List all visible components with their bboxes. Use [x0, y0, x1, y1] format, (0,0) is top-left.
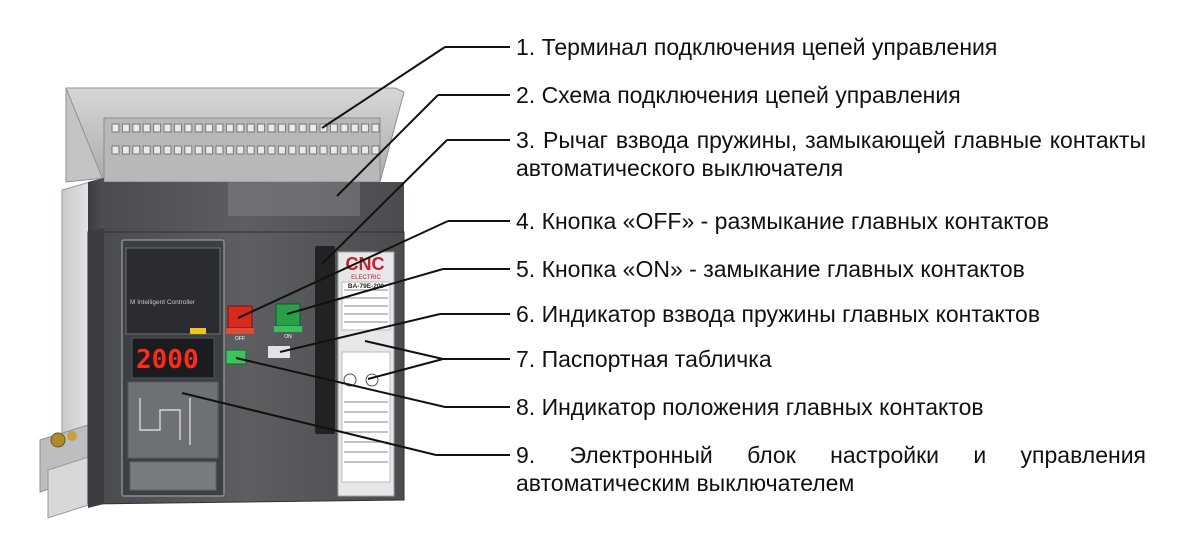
leader-lines: [181, 46, 510, 456]
on-button[interactable]: [274, 303, 302, 332]
terminal-screw: [173, 145, 182, 155]
off-button[interactable]: [226, 305, 254, 334]
callout-label-on: 5. Кнопка «ON» - замыкание главных конта…: [516, 256, 1025, 282]
leader-line-on: [286, 268, 444, 315]
terminal-screw: [371, 145, 380, 155]
terminal-screw: [277, 123, 286, 133]
terminal-screw: [121, 123, 130, 133]
terminal-screw: [111, 123, 120, 133]
terminal-screw: [257, 123, 266, 133]
terminal-screw: [288, 123, 297, 133]
terminal-screw: [194, 145, 203, 155]
terminal-screw: [153, 123, 162, 133]
spring-lever-slot: [315, 246, 335, 434]
on-button-label: ON: [284, 334, 292, 340]
breaker-upper-body: [88, 178, 404, 236]
terminal-screw: [142, 123, 151, 133]
nameplate: [337, 251, 395, 497]
terminal-screw: [225, 123, 234, 133]
terminal-screw: [246, 145, 255, 155]
leader-line-scheme: [336, 94, 439, 197]
terminal-screw: [267, 123, 276, 133]
brand-subtitle: ELECTRIC: [351, 275, 381, 281]
terminal-screw: [184, 145, 193, 155]
terminal-screw: [329, 145, 338, 155]
terminal-screw: [257, 145, 266, 155]
terminal-screw: [121, 145, 130, 155]
callout-label-position: 8. Индикатор положения главных контактов: [516, 394, 984, 420]
terminal-screw: [132, 123, 141, 133]
terminal-screw: [111, 145, 120, 155]
off-button-label: OFF: [235, 336, 245, 342]
terminal-screw: [309, 123, 318, 133]
terminal-screw: [350, 145, 359, 155]
terminal-screw: [173, 123, 182, 133]
leader-line-spring: [279, 313, 441, 353]
terminal-screw: [163, 145, 172, 155]
leader-line-plate: [367, 358, 444, 380]
leader-line-position: [235, 357, 446, 408]
leader-line-plate-secondary: [364, 340, 444, 360]
terminal-screw: [236, 145, 245, 155]
terminal-screw: [215, 123, 224, 133]
terminal-screw: [298, 145, 307, 155]
callout-label-controller: 9. Электронный блок настройки и управлен…: [516, 442, 1146, 496]
leader-line-controller: [181, 392, 437, 456]
terminal-screw: [309, 145, 318, 155]
terminal-screw: [225, 145, 234, 155]
controller-name: M Intelligent Controller: [130, 299, 196, 306]
terminal-screw: [163, 123, 172, 133]
terminal-screw: [361, 123, 370, 133]
terminal-screw: [205, 145, 214, 155]
callout-label-terminal: 1. Терминал подключения цепей управления: [516, 34, 998, 60]
spring-charge-indicator: [268, 346, 290, 358]
callout-label-plate: 7. Паспортная табличка: [516, 346, 772, 372]
terminal-screw: [132, 145, 141, 155]
contact-position-indicator: [225, 349, 247, 365]
terminal-screw: [267, 145, 276, 155]
leader-line-off: [237, 220, 449, 319]
terminal-screw: [153, 145, 162, 155]
model-number: BA-79E-200: [348, 283, 385, 290]
terminal-screw: [246, 123, 255, 133]
terminal-block: [65, 87, 405, 183]
leader-line-terminal: [321, 46, 446, 129]
terminal-screws: [111, 123, 380, 155]
callout-label-lever: 3. Рычаг взвода пружины, замыкающей глав…: [516, 127, 1146, 181]
controller-display: 2000: [136, 345, 199, 375]
terminal-screw: [340, 145, 349, 155]
terminal-screw: [361, 145, 370, 155]
callout-label-off: 4. Кнопка «OFF» - размыкание главных кон…: [516, 208, 1049, 234]
terminal-screw: [194, 123, 203, 133]
electronic-controller: [121, 239, 225, 497]
terminal-screw: [184, 123, 193, 133]
terminal-screw: [277, 145, 286, 155]
terminal-screw: [350, 123, 359, 133]
terminal-screw: [340, 123, 349, 133]
callout-label-spring: 6. Индикатор взвода пружины главных конт…: [516, 301, 1041, 327]
terminal-screw: [236, 123, 245, 133]
brand-logo: CNC: [346, 254, 385, 274]
terminal-screw: [371, 123, 380, 133]
terminal-screw: [288, 145, 297, 155]
callout-label-scheme: 2. Схема подключения цепей управления: [516, 82, 961, 108]
leader-line-lever: [321, 139, 448, 265]
terminal-screw: [142, 145, 151, 155]
terminal-screw: [329, 123, 338, 133]
terminal-screw: [215, 145, 224, 155]
terminal-screw: [205, 123, 214, 133]
terminal-screw: [319, 145, 328, 155]
terminal-screw: [298, 123, 307, 133]
